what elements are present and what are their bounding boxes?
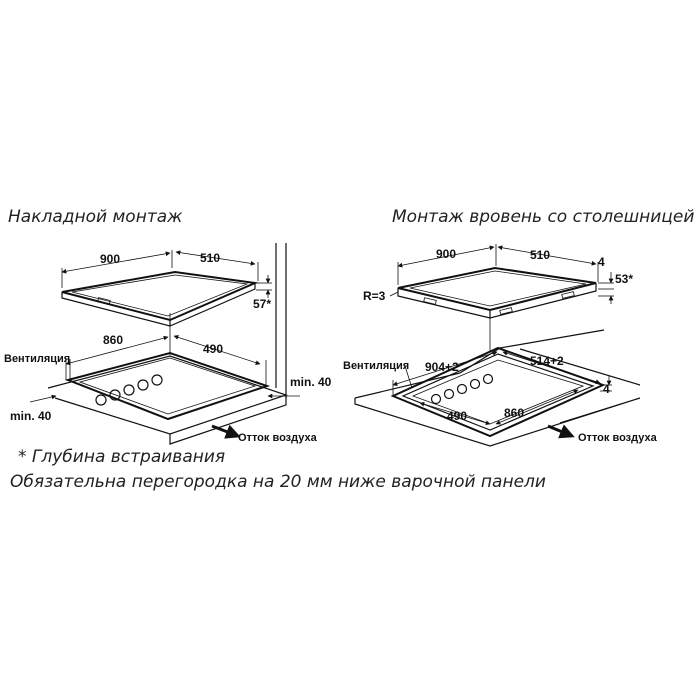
- right-dim-line-860: [495, 389, 579, 425]
- left-dim-min40-left: min. 40: [10, 409, 52, 423]
- right-hob-handle-left: [423, 297, 437, 305]
- vent-hole: [482, 373, 494, 385]
- right-dim-line-490: [419, 401, 491, 426]
- left-dim-510: 510: [200, 251, 220, 265]
- left-dim-line-min-left: [29, 394, 57, 403]
- right-hob-handle-front: [499, 307, 513, 315]
- left-air-arrow: [211, 424, 241, 439]
- right-dim-490: 490: [447, 409, 467, 423]
- left-hob-inner: [71, 274, 249, 317]
- right-radius-leader: [389, 291, 399, 297]
- right-dim-line-510: [497, 245, 597, 266]
- vent-hole: [137, 379, 149, 391]
- vent-hole: [109, 389, 121, 401]
- left-hob-top: [61, 270, 259, 322]
- right-dim-4-top: 4: [598, 255, 605, 269]
- left-diagram-title: Накладной монтаж: [8, 207, 183, 227]
- right-vent-leader: [404, 365, 413, 389]
- vent-hole: [430, 393, 442, 405]
- right-diagram-title: Монтаж вровень со столешницей: [392, 207, 694, 227]
- left-vent-holes: [95, 374, 163, 406]
- left-dim-900: 900: [100, 252, 120, 266]
- left-vent-label: Вентиляция: [4, 353, 70, 365]
- right-dim-line-514: [502, 351, 601, 384]
- note-depth: * Глубина встраивания: [18, 447, 225, 467]
- right-dim-860: 860: [504, 406, 524, 420]
- left-dim-min40-right: min. 40: [290, 375, 332, 389]
- note-partition: Обязательна перегородка на 20 мм ниже ва…: [10, 472, 546, 492]
- left-dim-line-900: [61, 251, 171, 274]
- left-worktop-edge: [169, 395, 287, 445]
- vent-hole: [443, 388, 455, 400]
- left-dim-490: 490: [203, 342, 223, 356]
- vent-hole: [469, 378, 481, 390]
- right-diagram: 900 510 4 53* R=3: [343, 244, 658, 447]
- vent-hole: [95, 394, 107, 406]
- left-diagram: 900 510 57* 860 490: [4, 243, 332, 445]
- right-hob-handle-right: [561, 291, 575, 299]
- right-dim-53: 53*: [615, 272, 633, 286]
- left-worktop: [47, 355, 288, 435]
- left-dim-57: 57*: [253, 297, 271, 311]
- vent-hole: [456, 383, 468, 395]
- right-dim-line-900: [397, 245, 495, 268]
- vent-hole: [151, 374, 163, 386]
- left-dim-line-490: [173, 335, 261, 365]
- right-dim-514: 514+2: [530, 354, 564, 368]
- right-hob-inner: [409, 270, 587, 307]
- right-dim-904: 904+2: [425, 360, 459, 374]
- left-hob-edge: [61, 283, 256, 327]
- left-cutout: [64, 351, 271, 421]
- right-dim-510: 510: [530, 248, 550, 262]
- right-air-label: Отток воздуха: [578, 432, 658, 444]
- left-dim-line-860: [65, 335, 169, 366]
- left-air-label: Отток воздуха: [238, 432, 318, 444]
- left-dim-line-510: [175, 250, 256, 266]
- right-dim-4-rebate: 4: [603, 382, 610, 396]
- left-dim-860: 860: [103, 333, 123, 347]
- left-hob-handle-left: [97, 297, 111, 305]
- left-cutout-inner: [78, 357, 257, 415]
- right-vent-label: Вентиляция: [343, 360, 409, 372]
- left-cabinet-wall: [275, 243, 287, 398]
- right-air-arrow: [547, 424, 575, 439]
- right-dim-radius: R=3: [363, 289, 386, 303]
- vent-hole: [123, 384, 135, 396]
- right-dim-900: 900: [436, 247, 456, 261]
- right-dim-line-904: [392, 351, 498, 386]
